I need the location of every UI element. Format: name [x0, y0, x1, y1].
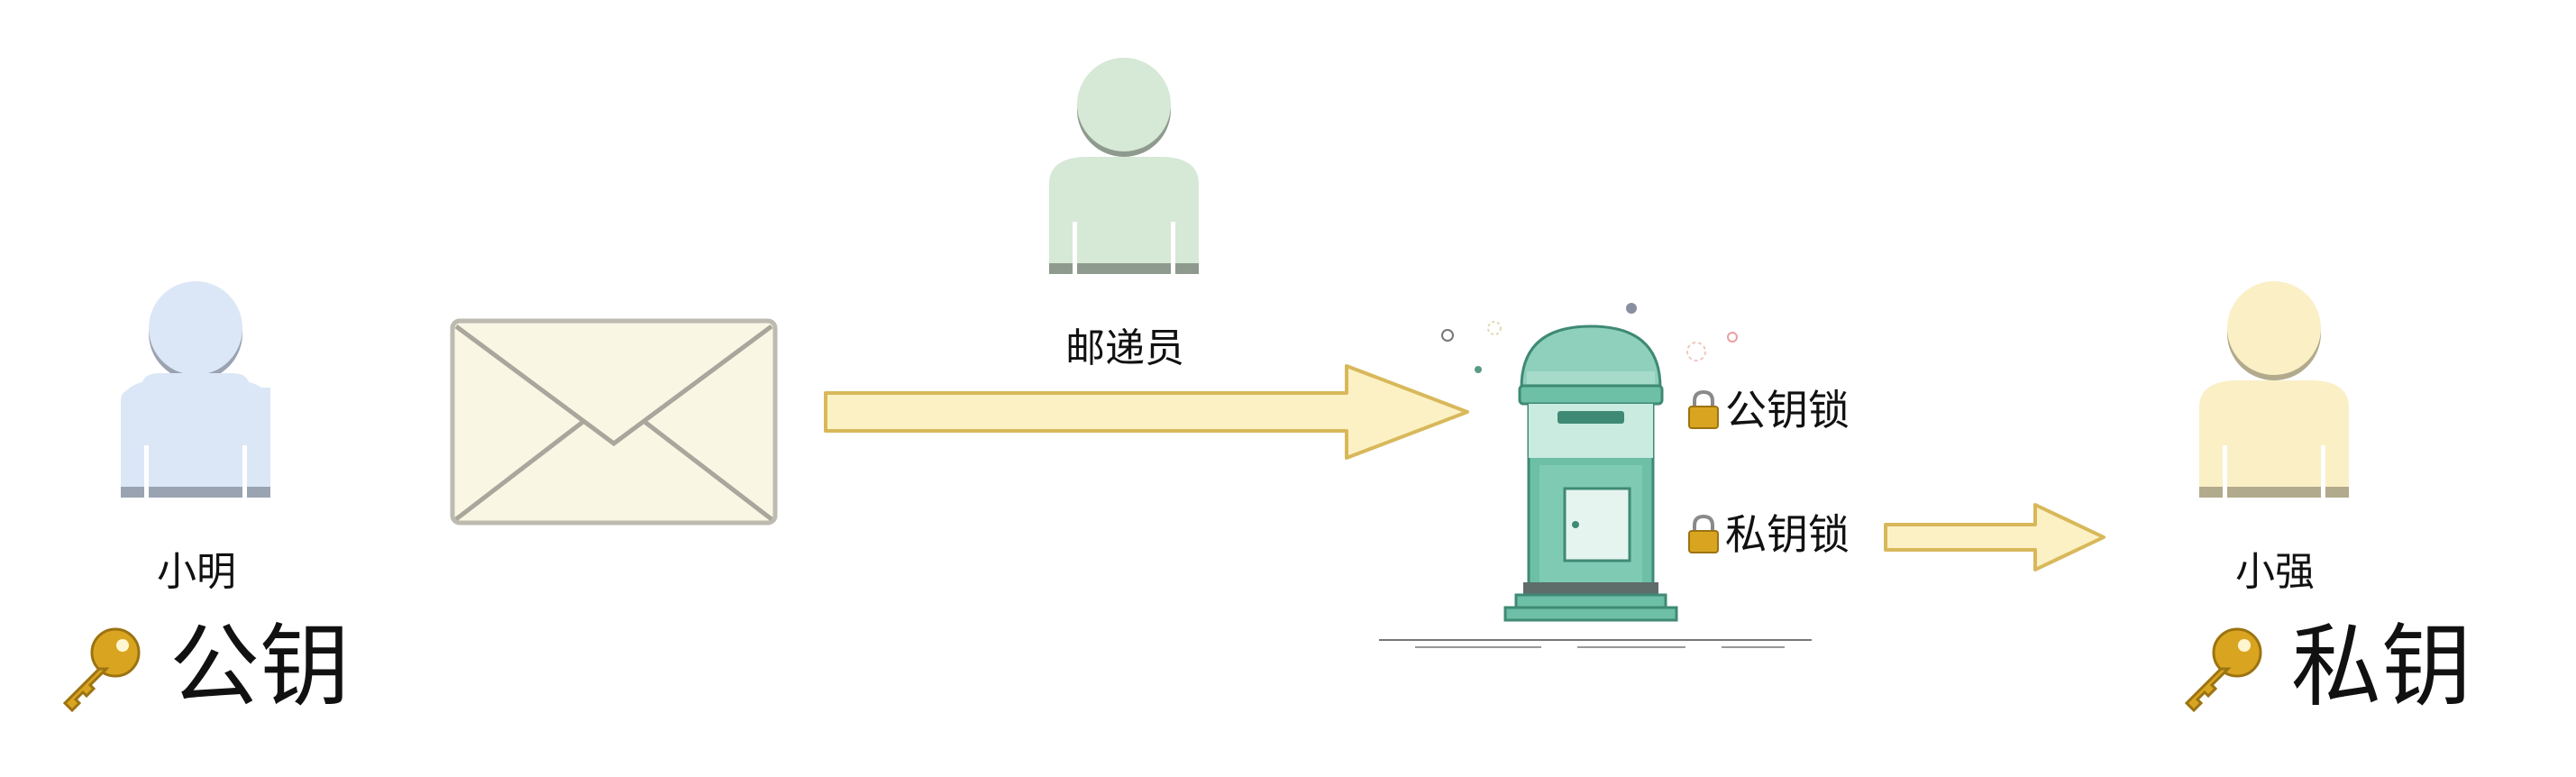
private-key-label: 私钥 — [2291, 614, 2471, 719]
arrow-mailbox-to-receiver — [1882, 501, 2107, 573]
receiver-name: 小强 — [2235, 549, 2315, 595]
arrow-envelope-to-mailbox — [822, 362, 1471, 462]
arrow-right-icon — [824, 364, 1469, 460]
envelope — [449, 317, 779, 526]
mailbox-icon — [1379, 303, 1812, 648]
courier-name: 邮递员 — [1065, 325, 1184, 371]
courier-person — [1038, 50, 1210, 279]
private-lock: 私钥锁 — [1687, 514, 1850, 555]
receiver-person — [2188, 274, 2360, 503]
mailbox — [1361, 288, 1830, 658]
private-lock-label: 私钥锁 — [1725, 510, 1850, 559]
person-icon — [2199, 281, 2349, 498]
person-icon — [1049, 58, 1199, 274]
envelope-icon — [450, 318, 778, 526]
key-icon — [2184, 627, 2262, 712]
sender-name: 小明 — [157, 549, 236, 595]
lock-icon — [1688, 515, 1719, 553]
sender-person — [110, 274, 281, 503]
lock-icon — [1688, 390, 1719, 429]
public-key: 公钥 — [56, 622, 350, 712]
person-icon — [121, 281, 270, 498]
private-key: 私钥 — [2178, 622, 2471, 712]
public-lock-label: 公钥锁 — [1725, 386, 1850, 434]
arrow-right-icon — [1884, 503, 2106, 571]
public-key-label: 公钥 — [169, 614, 350, 719]
public-lock: 公钥锁 — [1687, 389, 1850, 431]
key-icon — [62, 627, 141, 712]
